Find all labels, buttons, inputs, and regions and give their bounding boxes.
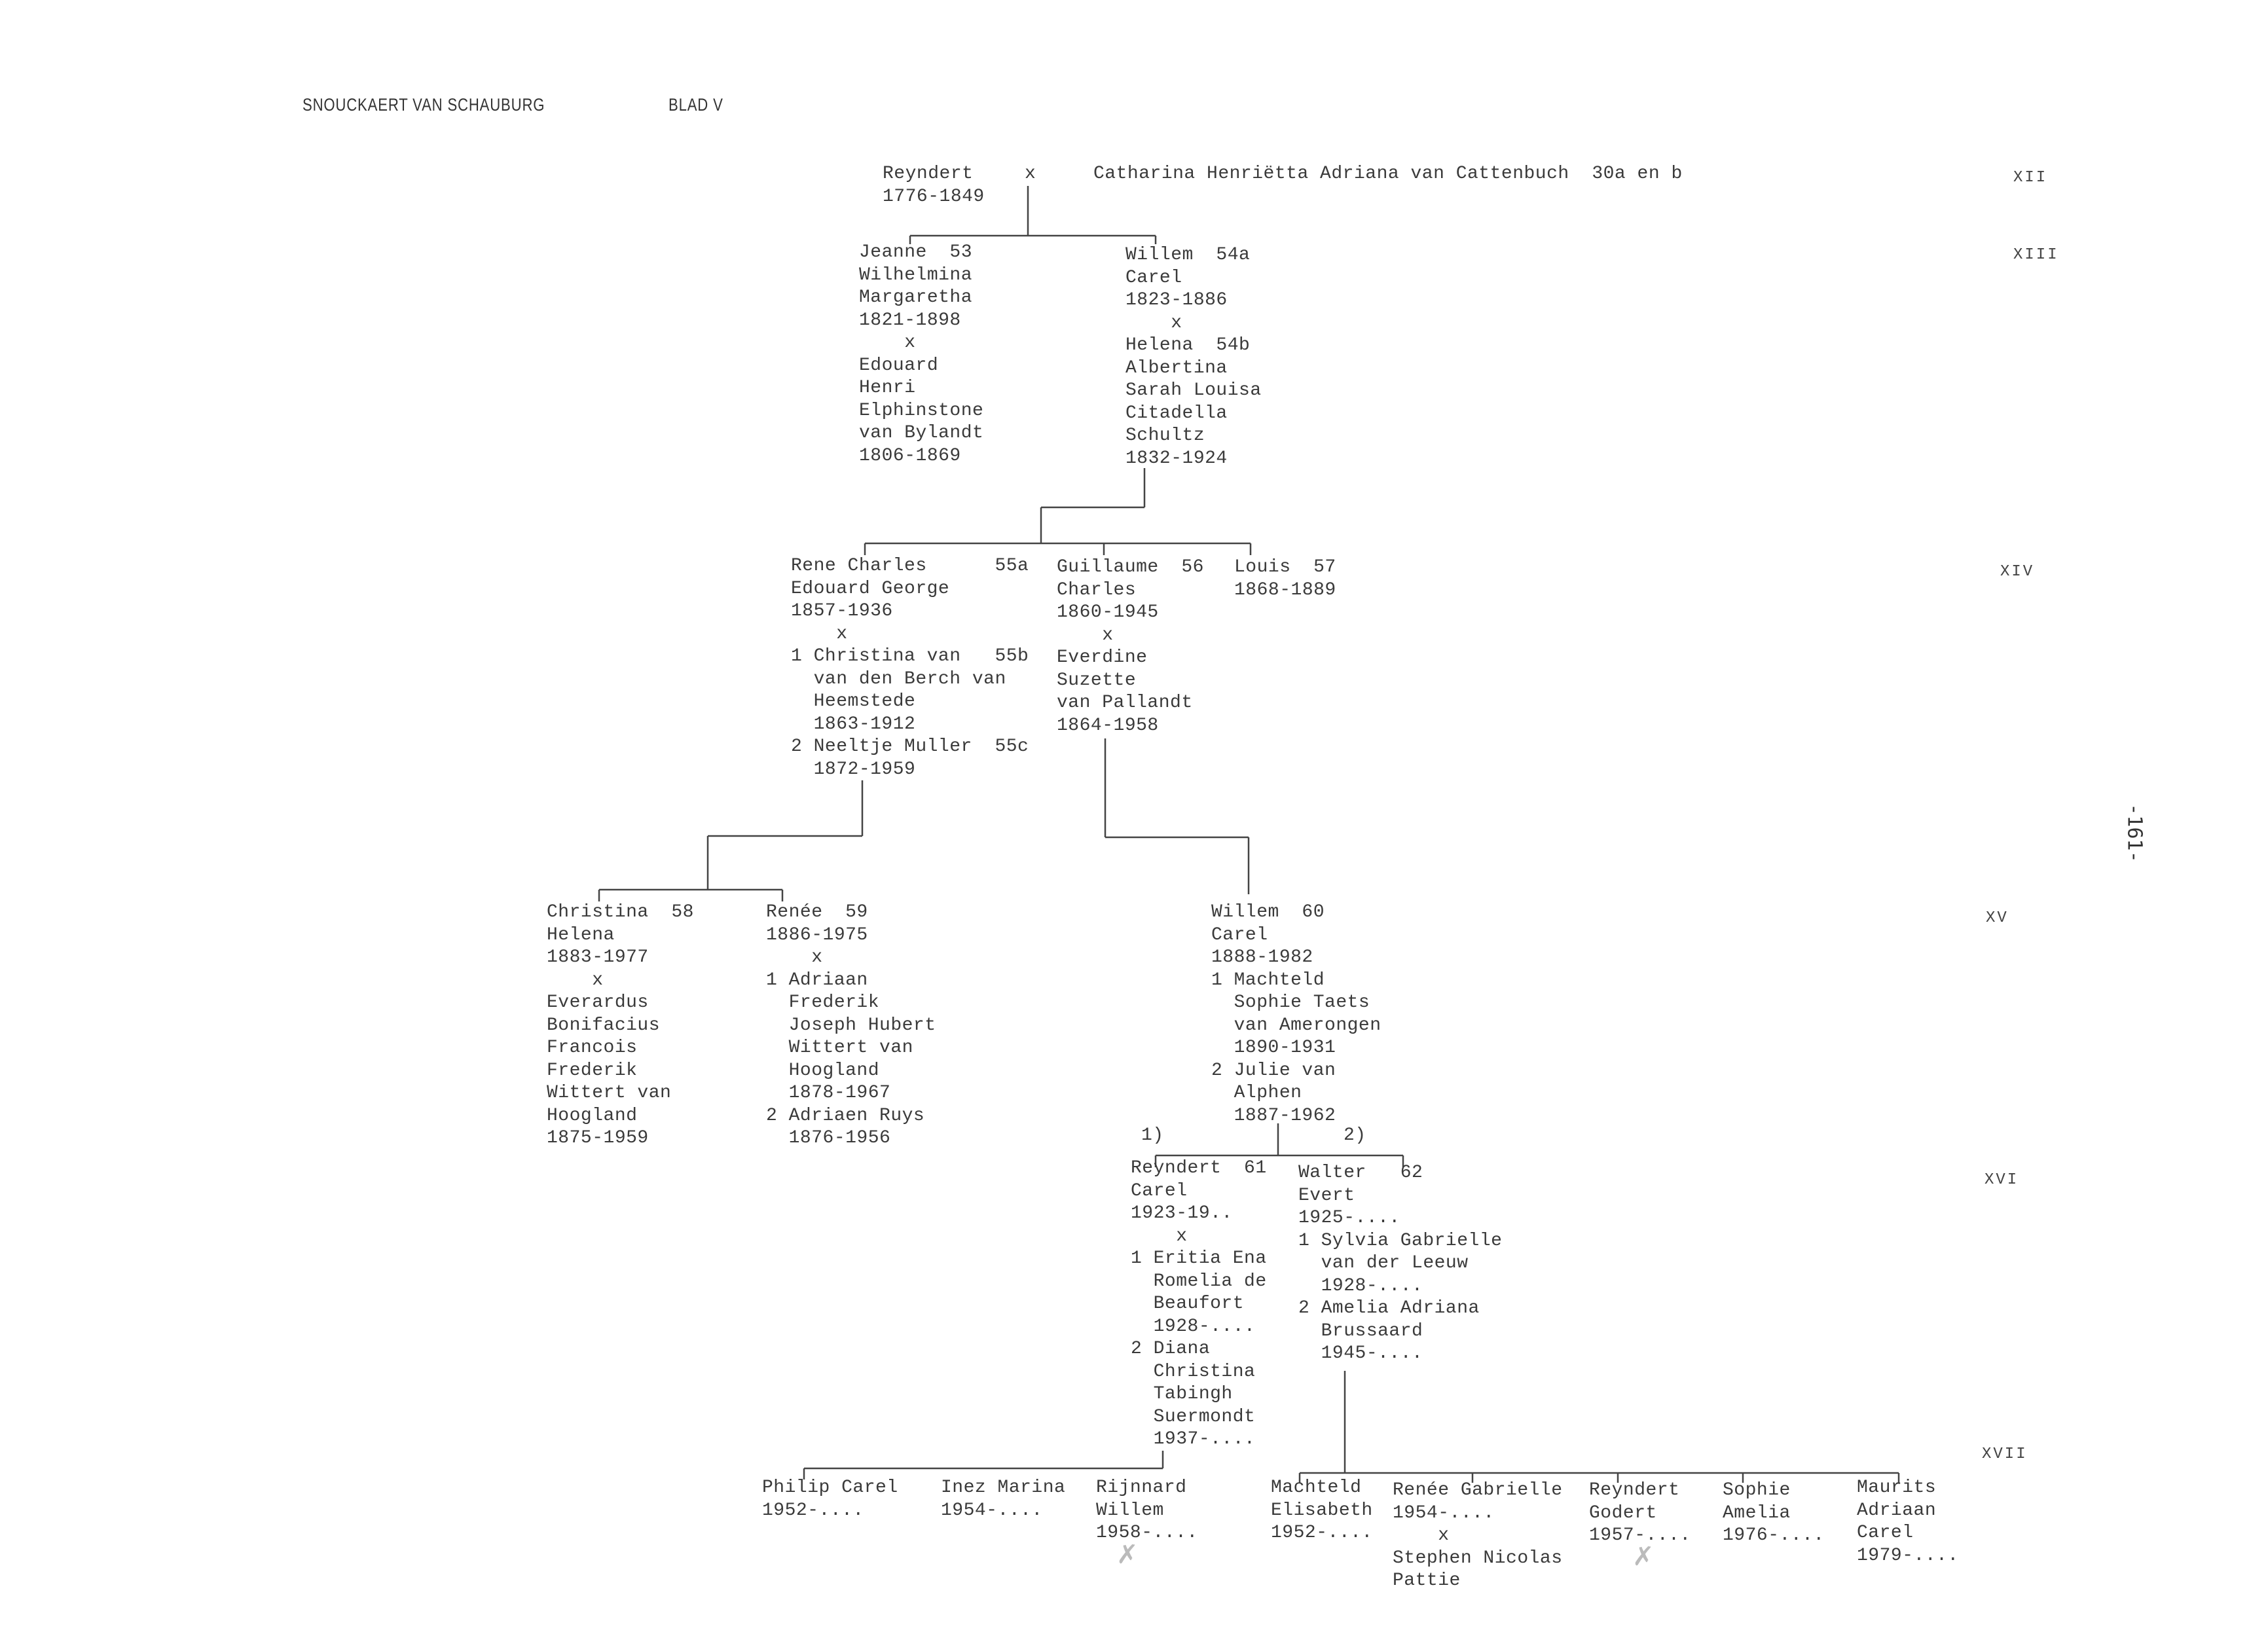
generation-xiii: XIII [2013,246,2059,264]
marriage-symbol: x [1025,164,1036,184]
person-walter: Walter 62 Evert 1925-.... 1 Sylvia Gabri… [1298,1163,1503,1364]
person-inez-marina: Inez Marina 1954-.... [941,1478,1066,1521]
person-renee-gabrielle: Renée Gabrielle 1954-.... x Stephen Nico… [1393,1480,1563,1591]
person-guillaume: Guillaume 56 Charles 1860-1945 x Everdin… [1057,557,1204,736]
person-renee: Renée 59 1886-1975 x 1 Adriaan Frederik … [766,902,936,1148]
person-reyndert-61: Reyndert 61 Carel 1923-19.. x 1 Eritia E… [1131,1158,1267,1449]
generation-xiv: XIV [2000,563,2035,581]
person-rijnnard: Rijnnard Willem 1958-.... [1096,1478,1198,1543]
person-willem-60: Willem 60 Carel 1888-1982 1 Machteld Sop… [1211,902,1381,1126]
cross-mark-icon: ✗ [1632,1542,1655,1572]
spouse-catharina: Catharina Henriëtta Adriana van Cattenbu… [1093,164,1683,184]
generation-xii: XII [2013,169,2048,187]
page-number: -161- [2123,803,2146,863]
person-machteld: Machteld Elisabeth 1952-.... [1271,1478,1373,1543]
sheet-label: BLAD V [668,95,723,115]
generation-xv: XV [1986,909,2009,927]
person-sophie: Sophie Amelia 1976-.... [1723,1480,1825,1546]
cross-mark-icon: ✗ [1116,1540,1139,1570]
marriage-2-label: 2) [1344,1125,1366,1146]
generation-xvi: XVI [1985,1171,2019,1189]
person-rene-charles: Rene Charles 55a Edouard George 1857-193… [791,556,1029,780]
marriage-1-label: 1) [1141,1125,1164,1146]
generation-xvii: XVII [1982,1445,2028,1463]
family-name-heading: SNOUCKAERT VAN SCHAUBURG [302,95,545,115]
person-louis: Louis 57 1868-1889 [1234,557,1336,600]
person-christina: Christina 58 Helena 1883-1977 x Everardu… [547,902,694,1148]
person-reyndert-godert: Reyndert Godert 1957-.... [1589,1480,1691,1546]
person-maurits: Maurits Adriaan Carel 1979-.... [1857,1478,1959,1566]
person-jeanne: Jeanne 53 Wilhelmina Margaretha 1821-189… [859,242,984,466]
person-reyndert-root: Reyndert 1776-1849 [883,164,985,207]
person-willem-54a: Willem 54a Carel 1823-1886 x Helena 54b … [1125,245,1262,469]
person-philip-carel: Philip Carel 1952-.... [762,1478,898,1521]
